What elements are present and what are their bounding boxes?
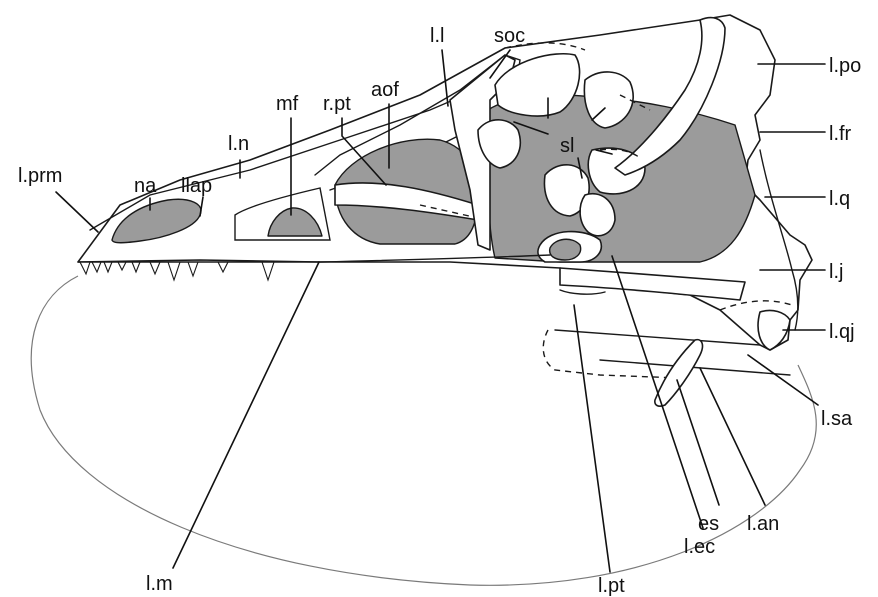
ectopterygoid-line bbox=[560, 290, 605, 294]
sclerotic-small-grey bbox=[550, 239, 581, 260]
label-l-sa: l.sa bbox=[821, 408, 853, 430]
pterygoid-left bbox=[555, 330, 760, 345]
label-l-pt: l.pt bbox=[598, 575, 625, 597]
label-l-an: l.an bbox=[747, 513, 779, 535]
label-l-fr: l.fr bbox=[829, 123, 852, 145]
label-l-po: l.po bbox=[829, 55, 861, 77]
label-l-l: l.l bbox=[430, 25, 444, 47]
label-sl: sl bbox=[560, 135, 574, 157]
label-na: na bbox=[134, 175, 157, 197]
label-r-pt: r.pt bbox=[323, 93, 351, 115]
label-l-j: l.j bbox=[829, 261, 843, 283]
tooth-row bbox=[80, 262, 274, 280]
label-soc: soc bbox=[494, 25, 525, 47]
label-l-ec: l.ec bbox=[684, 536, 715, 558]
label-l-q: l.q bbox=[829, 188, 850, 210]
label-aof: aof bbox=[371, 79, 399, 101]
label-l-n: l.n bbox=[228, 133, 249, 155]
label-l-m: l.m bbox=[146, 573, 173, 595]
label-l-qj: l.qj bbox=[829, 321, 855, 343]
splenial-bone bbox=[655, 340, 703, 407]
label-l-prm: l.prm bbox=[18, 165, 62, 187]
label-es: es bbox=[698, 513, 719, 535]
label-mf: mf bbox=[276, 93, 299, 115]
label-llap: llap bbox=[181, 175, 212, 197]
